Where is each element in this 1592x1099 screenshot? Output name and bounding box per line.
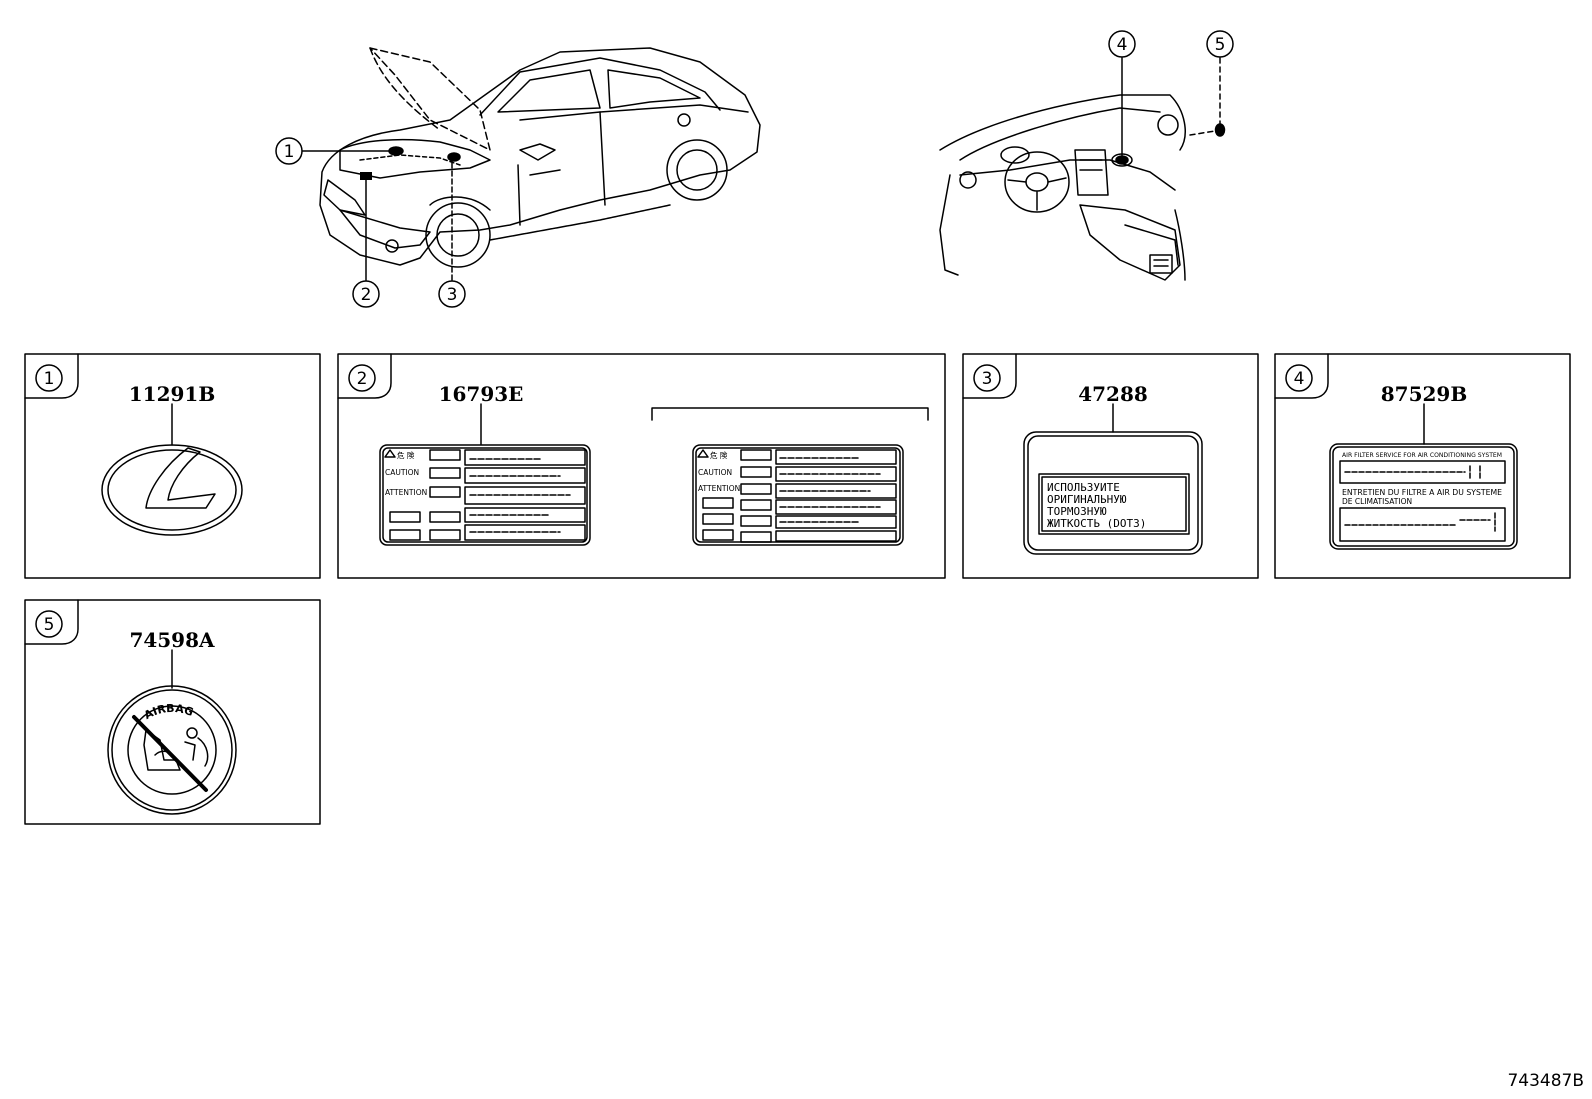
ac-label-line-3: DE CLIMATISATION xyxy=(1342,497,1412,506)
airbag-ring-text: AIRBAG xyxy=(142,702,195,722)
caution-text-right: CAUTION xyxy=(698,468,732,477)
panel-5-callout: 5 xyxy=(35,610,63,638)
car-illustration xyxy=(319,47,761,268)
car-callout-leaders xyxy=(301,146,461,281)
callout-4-cabin: 4 xyxy=(1108,30,1136,58)
panel-5-frame xyxy=(24,599,321,825)
panel-4-frame xyxy=(1274,353,1571,579)
ac-label-line-1: AIR FILTER SERVICE FOR AIR CONDITIONING … xyxy=(1342,451,1502,459)
child-seat-icon xyxy=(143,729,181,771)
lexus-emblem-icon xyxy=(101,403,243,536)
panel-3-callout: 3 xyxy=(973,364,1001,392)
part-number-2: 16793E xyxy=(439,382,524,406)
danger-text-left: 危 険 xyxy=(397,450,415,460)
panel-2-callout: 2 xyxy=(348,364,376,392)
callout-5-cabin: 5 xyxy=(1206,30,1234,58)
svg-text:5: 5 xyxy=(1215,35,1226,55)
callout-2-car: 2 xyxy=(352,280,380,308)
part-number-1: 11291B xyxy=(129,382,215,406)
svg-text:2: 2 xyxy=(361,285,372,305)
callout-3-car: 3 xyxy=(438,280,466,308)
ac-filter-label xyxy=(1329,443,1518,550)
attention-text-left: ATTENTION xyxy=(385,488,427,497)
brake-label-line-2: ОРИГИНАЛЬНУЮ xyxy=(1047,493,1127,506)
caution-label-right xyxy=(692,444,904,546)
brake-label-line-4: ЖИТКОСТЬ (DOT3) xyxy=(1047,517,1146,530)
airbag-warning-icon xyxy=(107,685,237,815)
callout-1-car: 1 xyxy=(275,137,303,165)
panel-1-frame xyxy=(24,353,321,579)
svg-text:1: 1 xyxy=(284,142,295,162)
ac-label-line-2: ENTRETIEN DU FILTRE A AIR DU SYSTEME xyxy=(1342,488,1502,497)
panel-4-callout: 4 xyxy=(1285,364,1313,392)
panel-3-frame xyxy=(962,353,1259,579)
cabin-illustration xyxy=(939,94,1186,281)
part-number-5: 74598A xyxy=(129,628,215,652)
danger-text-right: 危 険 xyxy=(710,450,728,460)
svg-text:3: 3 xyxy=(982,369,993,389)
figure-id: 743487B xyxy=(1507,1071,1584,1091)
svg-text:3: 3 xyxy=(447,285,458,305)
brake-label-line-1: ИСПОЛЬЗУИТЕ xyxy=(1047,481,1120,494)
cabin-callout-leaders xyxy=(1115,57,1226,165)
svg-text:5: 5 xyxy=(44,615,55,635)
attention-text-right: ATTENTION xyxy=(698,484,740,493)
part-number-4: 87529B xyxy=(1381,382,1467,406)
svg-text:2: 2 xyxy=(357,369,368,389)
caution-label-left xyxy=(379,444,591,546)
caution-text-left: CAUTION xyxy=(385,468,419,477)
svg-text:4: 4 xyxy=(1117,35,1128,55)
panel-1-callout: 1 xyxy=(35,364,63,392)
panel-2-frame xyxy=(337,353,946,579)
svg-text:4: 4 xyxy=(1294,369,1305,389)
brake-label-line-3: ТОРМОЗНУЮ xyxy=(1047,505,1107,518)
part-number-3: 47288 xyxy=(1078,382,1148,406)
svg-text:1: 1 xyxy=(44,369,55,389)
brake-fluid-label xyxy=(1023,431,1203,555)
